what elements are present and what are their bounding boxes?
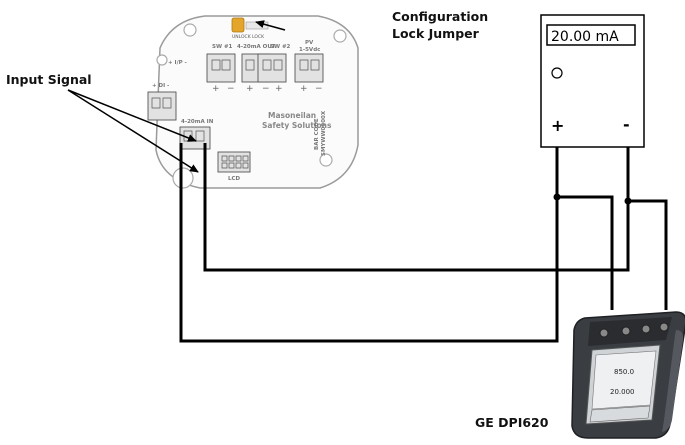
mounting-hole-icon [156,54,168,66]
meter-indicator-icon [551,67,563,79]
config-jumper-label-1: Configuration [392,9,488,24]
svg-text:+: + [275,84,283,94]
input-signal-label: Input Signal [6,72,92,87]
mounting-hole-icon [333,29,347,43]
mounting-hole-icon [183,23,197,37]
mounting-hole-icon [172,167,194,189]
out-label: 4-20mA OUT [237,44,276,50]
pv-range-label: 1-5Vdc [299,47,320,53]
in-label: 4-20mA IN [181,119,214,125]
pv-label: PV [305,40,314,46]
svg-text:+: + [246,84,254,94]
meter-plus: + [551,116,564,135]
config-jumper-label-2: Lock Jumper [392,26,480,41]
svg-text:−: − [315,84,323,94]
junction-dot [624,197,632,205]
wiring [179,143,668,343]
junction-dot [553,193,561,201]
input-pointer-1 [67,89,199,173]
ip-label: + I/P - [168,60,187,66]
svg-text:+: + [212,84,220,94]
brand-label: Masoneilan [268,111,316,120]
svg-text:−: − [227,84,235,94]
barcode-label: BAR CODE [314,118,320,150]
brand-sub-label: Safety Solutions [262,121,332,130]
svg-text:−: − [262,84,270,94]
sw1-label: SW #1 [212,44,233,50]
meter-minus: - [623,115,630,134]
unlock-label: UNLOCK LOCK [232,34,265,40]
barcode-number: SMYWW0000X [321,110,327,156]
mounting-hole-icon [319,153,333,167]
device-reading-2: 20.000 [610,388,635,396]
device-reading-1: 850.0 [614,368,634,376]
svg-text:+: + [300,84,308,94]
di-label: + DI - [152,83,169,89]
sw2-label: SW #2 [270,44,291,50]
calibrator-label: GE DPI620 [475,415,549,430]
lcd-label: LCD [228,176,241,182]
ammeter: 20.00 mA + - [540,14,645,148]
dpi620-calibrator: 850.0 20.000 [571,311,685,439]
input-pointer-2 [67,89,197,142]
meter-display: 20.00 mA [551,29,619,45]
jumper-pointer [255,20,286,31]
